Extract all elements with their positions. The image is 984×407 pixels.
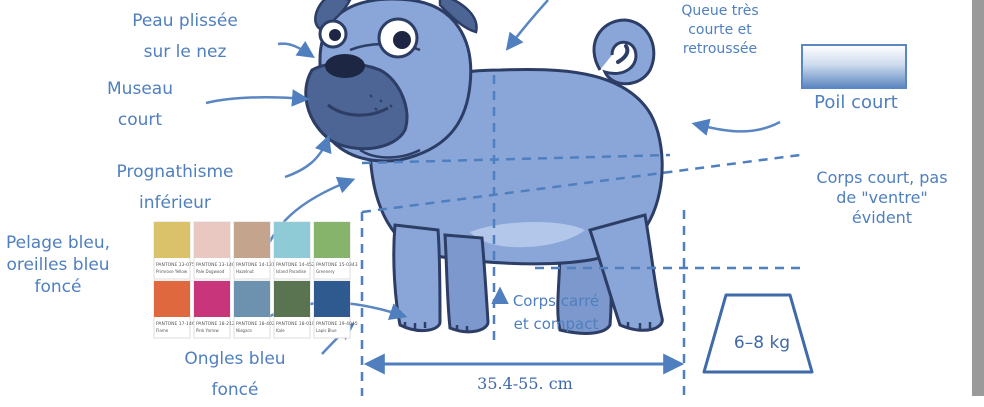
pantone-swatch-name: Niagara (236, 328, 252, 333)
arrow-tail-lower (695, 122, 780, 131)
label-nails: Ongles bleu foncé (160, 344, 310, 407)
label-nose-wrinkle-line2: sur le nez (95, 37, 275, 68)
pantone-swatch-color (274, 281, 310, 317)
pantone-swatch-code: PANTONE 15-0343 (316, 262, 358, 268)
label-nose-wrinkle: Peau plissée sur le nez (95, 6, 275, 69)
pantone-swatch-name: Flame (156, 328, 169, 333)
short-hair-icon (802, 45, 906, 88)
pantone-swatch-code: PANTONE 14-1315 (236, 262, 278, 268)
pug-illustration (306, 0, 663, 333)
label-coat: Pelage bleu, oreilles bleu foncé (0, 232, 116, 298)
label-muzzle-line1: Museau (80, 74, 200, 105)
label-coat-line3: foncé (0, 276, 116, 298)
label-short-body-line3: évident (796, 208, 968, 228)
label-nails-line1: Ongles bleu (160, 344, 310, 375)
pantone-swatch-code: PANTONE 19-4045 (316, 321, 358, 327)
label-square-body-line2: et compact (496, 313, 616, 336)
scrollbar[interactable] (972, 0, 984, 396)
label-coat-line2: oreilles bleu (0, 254, 116, 276)
label-short-body: Corps court, pas de "ventre" évident (796, 168, 968, 228)
label-tail-line1: Queue très (655, 2, 785, 21)
pantone-swatch-code: PANTONE 14-4522 (276, 262, 318, 268)
pantone-swatch-color (314, 281, 350, 317)
pantone-swatch-color (234, 222, 270, 258)
label-tail-line2: courte et (655, 21, 785, 40)
arrow-prognathism (285, 138, 328, 177)
label-prognathism-line1: Prognathisme (90, 157, 260, 188)
pantone-swatch-code: PANTONE 13-0755 (156, 262, 198, 268)
pantone-swatch-color (194, 222, 230, 258)
arrow-nose-wrinkle (278, 44, 312, 56)
pantone-swatch-color (274, 222, 310, 258)
pantone-swatch-code: PANTONE 18-2120 (196, 321, 238, 327)
label-square-body-line1: Corps carré (496, 290, 616, 313)
label-short-body-line2: de "ventre" (796, 188, 968, 208)
pantone-swatch-color (194, 281, 230, 317)
pantone-swatch-code: PANTONE 18-4020 (236, 321, 278, 327)
pantone-swatch-code: PANTONE 17-1462 (156, 321, 198, 327)
pantone-swatch-name: Pink Yarrow (196, 328, 219, 333)
label-tail: Queue très courte et retroussée (655, 2, 785, 59)
pantone-swatch-color (314, 222, 350, 258)
arrow-muzzle (206, 97, 306, 103)
label-weight: 6–8 kg (714, 332, 810, 356)
pantone-swatch-name: Lapis Blue (316, 328, 337, 333)
pantone-swatch-code: PANTONE 18-0107 (276, 321, 318, 327)
label-square-body: Corps carré et compact (496, 290, 616, 337)
pantone-swatch-color (154, 281, 190, 317)
label-prognathism-line2: inférieur (90, 188, 260, 219)
pantone-swatch-name: Island Paradise (276, 269, 307, 274)
label-muzzle: Museau court (80, 74, 200, 137)
arrow-top (508, 0, 548, 48)
label-prognathism: Prognathisme inférieur (90, 157, 260, 220)
label-short-body-line1: Corps court, pas (796, 168, 968, 188)
pantone-swatch-name: Kale (276, 328, 285, 333)
pantone-swatch-name: Greenery (316, 269, 335, 274)
pantone-swatch-name: Hazelnut (236, 269, 254, 274)
label-length: 35.4-55. cm (430, 373, 620, 395)
pantone-swatch-code: PANTONE 13-1404 (196, 262, 238, 268)
pantone-swatch-name: Primrose Yellow (156, 269, 188, 274)
label-nose-wrinkle-line1: Peau plissée (95, 6, 275, 37)
label-muzzle-line2: court (80, 105, 200, 136)
pantone-swatch-color (154, 222, 190, 258)
label-nails-line2: foncé (160, 375, 310, 406)
label-short-hair: Poil court (794, 90, 918, 115)
label-tail-line3: retroussée (655, 40, 785, 59)
label-coat-line1: Pelage bleu, (0, 232, 116, 254)
pantone-swatch-name: Pale Dogwood (196, 269, 225, 274)
pantone-swatch-color (234, 281, 270, 317)
